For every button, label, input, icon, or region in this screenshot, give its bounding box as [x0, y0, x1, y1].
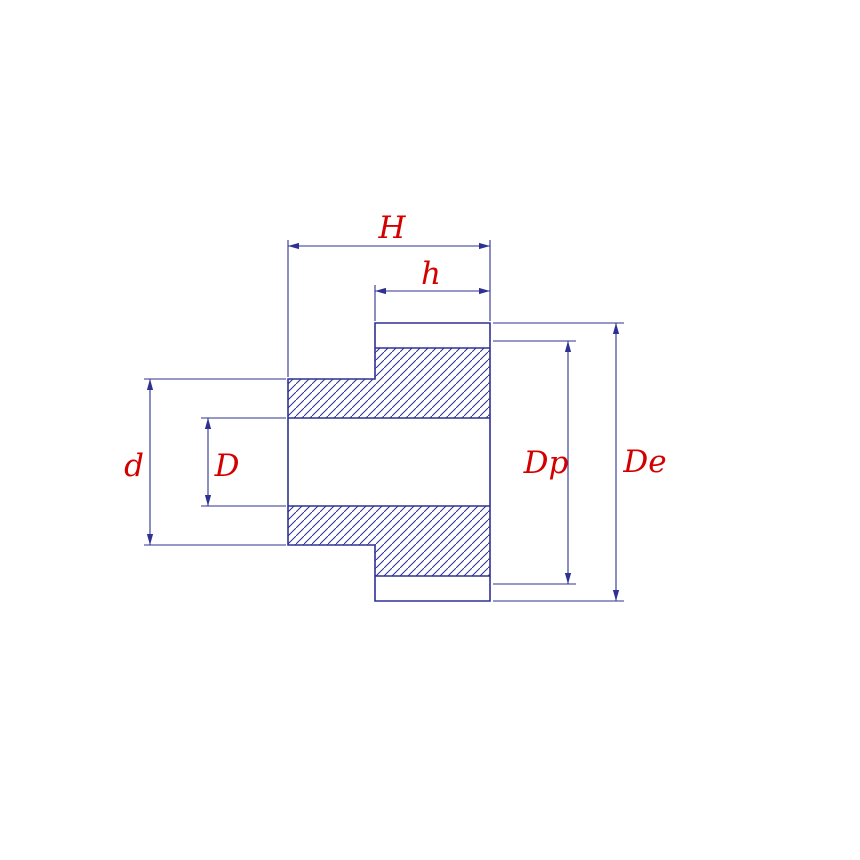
dimension-label-pitch-diameter: Dp — [523, 445, 569, 481]
dimension-label-total-width: H — [377, 210, 406, 246]
dimensioning — [144, 240, 624, 602]
dimension-label-face-width: h — [421, 256, 441, 292]
gear-outline — [287, 322, 491, 602]
dimension-label-bore-diameter: D — [214, 448, 240, 484]
section-hatch-upper — [288, 348, 490, 418]
part-geometry — [287, 322, 491, 602]
dimension-labels: H h d D Dp De — [124, 210, 667, 484]
dimension-label-outside-diameter: De — [622, 444, 666, 480]
dimension-label-hub-diameter: d — [124, 448, 144, 484]
section-hatch-lower — [288, 506, 490, 576]
